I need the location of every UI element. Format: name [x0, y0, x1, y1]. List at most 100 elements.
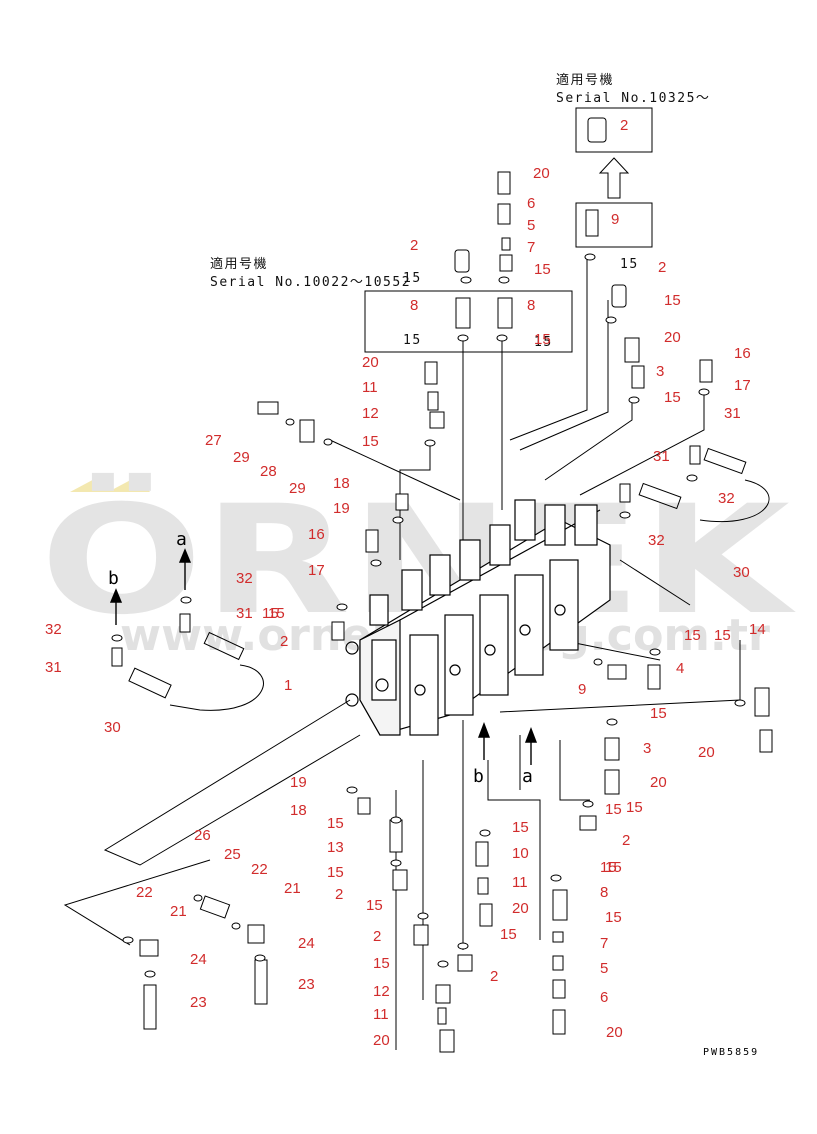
- callout-19: 19: [333, 500, 350, 517]
- callout-3: 3: [643, 740, 651, 757]
- callout-24: 24: [298, 935, 315, 952]
- callout-24: 24: [190, 951, 207, 968]
- callout-6: 6: [527, 195, 535, 212]
- callout-1: 1: [284, 677, 292, 694]
- callout-31: 31: [45, 659, 62, 676]
- callout-20: 20: [533, 165, 550, 182]
- callout-15: 15: [664, 292, 681, 309]
- callout-32: 32: [45, 621, 62, 638]
- callout-17: 17: [308, 562, 325, 579]
- callout-11: 11: [512, 874, 528, 891]
- o-rings: [111, 253, 746, 978]
- callout-31: 31: [653, 448, 670, 465]
- callout-32: 32: [236, 570, 253, 587]
- callout-9: 9: [611, 211, 619, 228]
- callout-7: 7: [600, 935, 608, 952]
- callout-2: 2: [280, 633, 288, 650]
- callout-2: 2: [658, 259, 666, 276]
- callout-32: 32: [648, 532, 665, 549]
- callout-32: 32: [718, 490, 735, 507]
- callout-10: 10: [512, 845, 529, 862]
- callout-20: 20: [664, 329, 681, 346]
- callout-26: 26: [194, 827, 211, 844]
- callout-2: 2: [620, 117, 628, 134]
- variant-box-lower: [575, 202, 653, 248]
- callout-13: 13: [327, 839, 344, 856]
- callout-28: 28: [260, 463, 277, 480]
- callout-20: 20: [698, 744, 715, 761]
- callout-21: 21: [170, 903, 187, 920]
- callout-16: 16: [734, 345, 751, 362]
- callout-20: 20: [373, 1032, 390, 1049]
- view-arrows: [109, 548, 538, 765]
- hose-assemblies: [128, 447, 770, 711]
- callout-12: 12: [362, 405, 379, 422]
- variant-box-serial: [364, 290, 573, 353]
- serial-label-mid: 適用号機: [210, 256, 268, 272]
- callout-16: 16: [308, 526, 325, 543]
- watermark-accent-mark: [70, 476, 112, 492]
- callout-17: 17: [734, 377, 751, 394]
- callout-2: 2: [335, 886, 343, 903]
- callout-27: 27: [205, 432, 222, 449]
- callout-2: 2: [490, 968, 498, 985]
- callout-15: 15: [714, 627, 731, 644]
- serial-label-top: 適用号機: [556, 72, 614, 88]
- callout-4: 4: [676, 660, 684, 677]
- callout-20: 20: [362, 354, 379, 371]
- callout-29: 29: [233, 449, 250, 466]
- callout-29: 29: [289, 480, 306, 497]
- callout-8: 8: [410, 297, 418, 314]
- callout-15: 15: [605, 801, 622, 818]
- callout-3: 3: [656, 363, 664, 380]
- callout-20: 20: [606, 1024, 623, 1041]
- callout-15: 15: [605, 909, 622, 926]
- callout-15: 15: [366, 897, 383, 914]
- callout-9: 9: [578, 681, 586, 698]
- callout-15: 15: [327, 815, 344, 832]
- callout-22: 22: [136, 884, 153, 901]
- callout-15: 15: [262, 605, 279, 622]
- callout-15: 15: [664, 389, 681, 406]
- callout-30: 30: [733, 564, 750, 581]
- watermark-accent-mark: [108, 476, 150, 492]
- callout-black: 15: [403, 271, 422, 286]
- callout-18: 18: [290, 802, 307, 819]
- callout-15: 15: [362, 433, 379, 450]
- callout-2: 2: [410, 237, 418, 254]
- callout-25: 25: [224, 846, 241, 863]
- callout-15: 15: [534, 261, 551, 278]
- callout-20: 20: [512, 900, 529, 917]
- callout-30: 30: [104, 719, 121, 736]
- callout-black: 15: [620, 257, 639, 272]
- callout-15: 15: [327, 864, 344, 881]
- callout-15: 15: [626, 799, 643, 816]
- callout-2: 2: [622, 832, 630, 849]
- fittings: [111, 117, 773, 1053]
- callout-black: 15: [403, 333, 422, 348]
- callout-12: 12: [373, 983, 390, 1000]
- callout-31: 31: [236, 605, 253, 622]
- callout-15: 15: [684, 627, 701, 644]
- callout-15: 15: [650, 705, 667, 722]
- callout-15: 15: [268, 605, 285, 622]
- callout-15: 15: [600, 859, 617, 876]
- callout-23: 23: [190, 994, 207, 1011]
- callout-31: 31: [724, 405, 741, 422]
- callout-numbers: 2 9 20 6 5 7 15 2 15 8 8 15 15 15 2 15 2…: [45, 117, 766, 1049]
- callout-5: 5: [600, 960, 608, 977]
- variant-arrow: [598, 157, 630, 199]
- callout-5: 5: [527, 217, 535, 234]
- callout-black: 15: [534, 335, 553, 350]
- callout-23: 23: [298, 976, 315, 993]
- serial-range-mid: Serial No.10022～10552: [210, 275, 411, 290]
- callout-11: 11: [373, 1006, 389, 1023]
- callout-11: 11: [362, 379, 378, 396]
- control-valve-body: [345, 499, 611, 736]
- callout-15: 15: [512, 819, 529, 836]
- callout-15: 15: [605, 859, 622, 876]
- callout-7: 7: [527, 239, 535, 256]
- callout-21: 21: [284, 880, 301, 897]
